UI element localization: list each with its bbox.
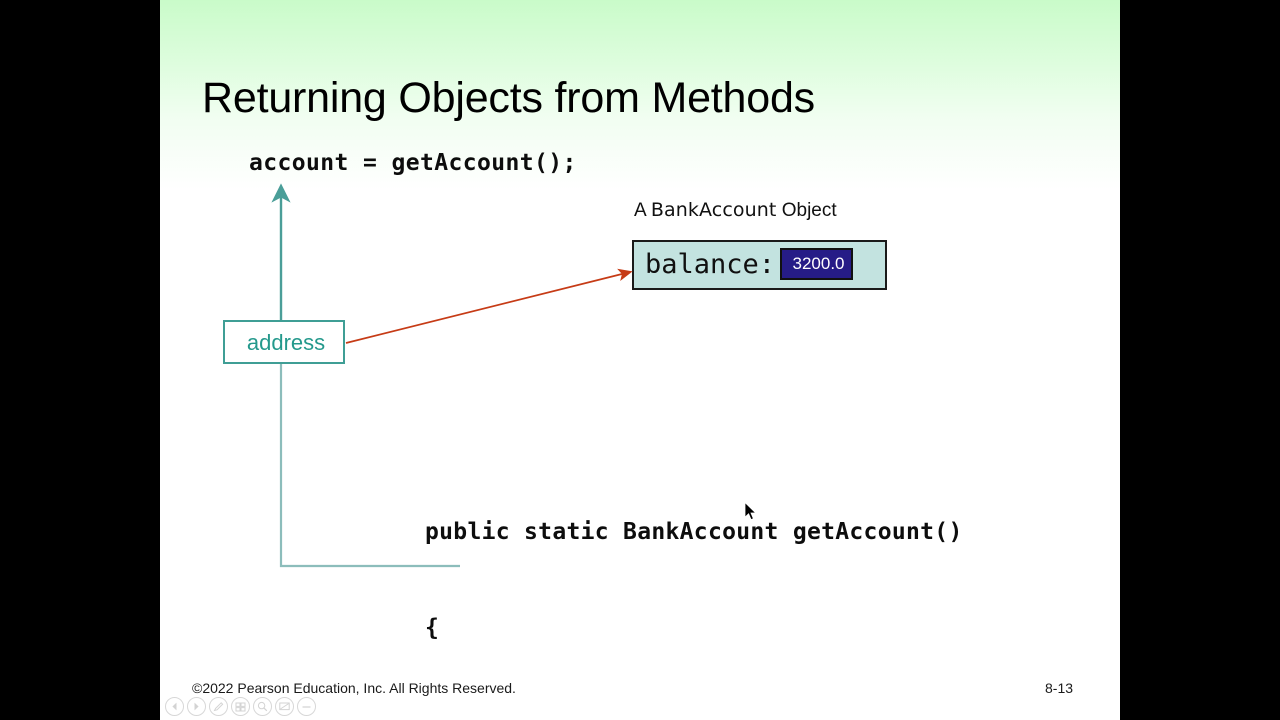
balance-value-text: 3200.0 [792, 254, 845, 273]
address-label: address [246, 330, 326, 355]
assignment-statement-code: account = getAccount(); [249, 150, 577, 176]
chevron-right-icon [194, 702, 199, 711]
object-caption: A BankAccount Object [634, 199, 837, 222]
object-caption-classname: BankAccount [650, 199, 777, 221]
chevron-left-icon [172, 702, 177, 711]
screen-options-button[interactable] [275, 697, 294, 716]
zoom-in-button[interactable] [253, 697, 272, 716]
pen-icon [213, 702, 224, 712]
page-title: Returning Objects from Methods [202, 74, 815, 122]
code-line-2: { [425, 615, 440, 641]
ellipsis-icon [302, 705, 311, 708]
code-line-1: public static BankAccount getAccount() [425, 519, 963, 545]
object-caption-suffix: Object [776, 200, 837, 221]
pen-tool-button[interactable] [209, 697, 228, 716]
address-variable-box: address [223, 320, 345, 364]
balance-value-box: 3200.0 [780, 248, 853, 280]
screen-icon [279, 702, 290, 711]
next-slide-button[interactable] [187, 697, 206, 716]
code-line-3: … [425, 708, 963, 720]
magnifier-icon [257, 701, 268, 712]
all-slides-button[interactable] [231, 697, 250, 716]
more-options-button[interactable] [297, 697, 316, 716]
letterbox-right [1120, 0, 1280, 720]
method-definition-code: public static BankAccount getAccount() {… [425, 452, 963, 720]
footer-copyright: ©2022 Pearson Education, Inc. All Rights… [192, 680, 516, 696]
mouse-cursor [744, 502, 757, 521]
grid-icon [235, 702, 246, 711]
balance-field-label: balance: [645, 249, 776, 280]
bankaccount-object-box: balance: 3200.0 [632, 240, 887, 290]
object-caption-prefix: A [634, 200, 651, 221]
address-to-object-reference-arrow [345, 268, 633, 344]
footer-page-number: 8-13 [1045, 680, 1074, 696]
presentation-toolbar[interactable] [165, 697, 316, 716]
letterbox-left [0, 0, 160, 720]
previous-slide-button[interactable] [165, 697, 184, 716]
slide-background-gradient [160, 0, 1120, 190]
slide-canvas[interactable]: Returning Objects from Methods account =… [160, 0, 1120, 720]
